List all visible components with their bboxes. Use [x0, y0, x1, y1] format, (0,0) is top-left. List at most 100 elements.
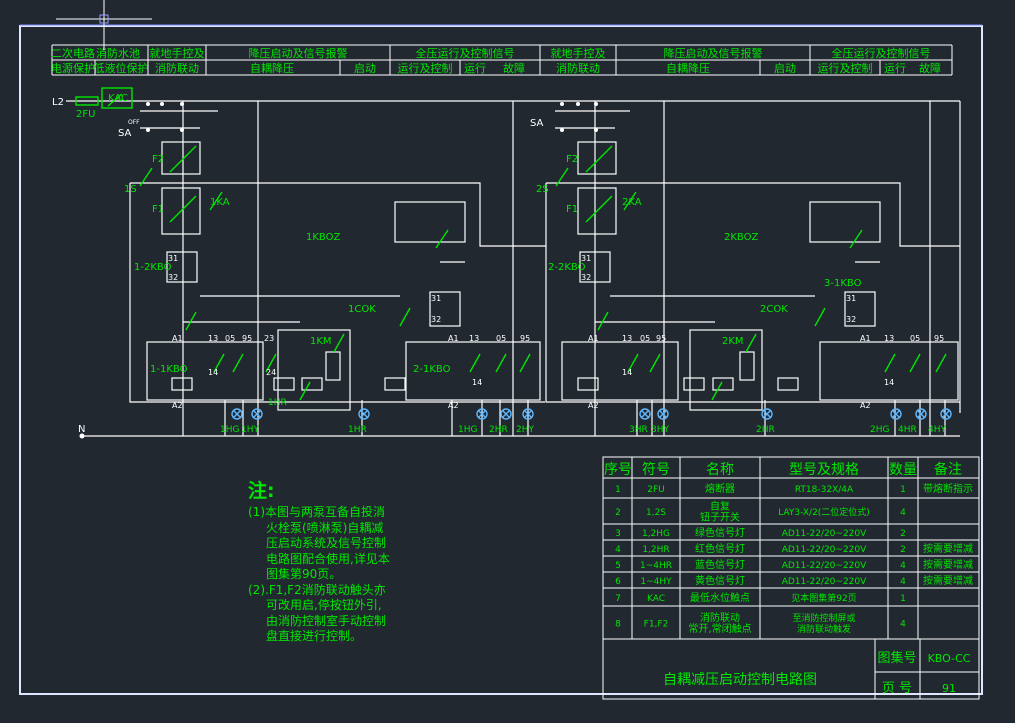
terminal-label: A1 — [860, 334, 871, 343]
lamp-icon — [940, 408, 952, 420]
header-cell: 运行及控制 — [398, 61, 453, 75]
table-cell-qty: 2 — [900, 529, 906, 539]
terminal-label: 14 — [884, 378, 894, 387]
terminal-label: A2 — [860, 401, 871, 410]
table-cell-sym: KAC — [647, 594, 665, 604]
label-f2: F2 — [152, 154, 164, 165]
signal-lamps — [231, 408, 952, 420]
col-header: 符号 — [642, 462, 670, 478]
table-cell-name: 自复 — [710, 500, 730, 513]
label-1kboz: 1KBOZ — [306, 232, 340, 243]
contacts — [75, 87, 947, 401]
header-row1: 二次电路 消防水池 就地手控及 降压启动及信号报警 全压运行及控制信号 就地手控… — [51, 46, 931, 60]
label-2-2kbo: 2-2KBO — [548, 262, 586, 273]
table-cell-sym: 1,2S — [646, 508, 666, 518]
table-cell-sym: 1,2HG — [642, 529, 670, 539]
header-cell: 运行 — [464, 62, 486, 75]
header-cell: 运行及控制 — [818, 61, 873, 75]
lamp-label: 2HG — [870, 425, 889, 435]
component-table — [602, 456, 980, 700]
header-cell: 消防水池 — [96, 46, 140, 60]
lamp-icon — [251, 408, 263, 420]
label-n: N — [78, 424, 85, 435]
page-value: 91 — [942, 682, 956, 695]
terminal-label: 32 — [581, 273, 591, 282]
lamp-label: 1HG — [458, 425, 477, 435]
header-cell: 自耦降压 — [666, 61, 710, 75]
sa-terminals — [79, 102, 598, 439]
terminal-label: 23 — [264, 334, 274, 343]
header-row2: 电源保护 低液位保护 消防联动 自耦降压 启动 运行及控制 运行 故障 消防联动… — [51, 61, 941, 75]
note-line: 电路图配合使用,详见本 — [266, 551, 390, 566]
drawing-title: 自耦减压启动控制电路图 — [663, 672, 817, 688]
lamp-labels: 1HG 1HY 1HR 1HR 1HG 2HR 2HY 3HR 3HY 2HR … — [220, 398, 946, 435]
table-cell-note: 按需要增减 — [923, 558, 973, 571]
lamp-label: 1HR — [348, 425, 367, 435]
terminal-label: A1 — [588, 334, 599, 343]
page-label: 页 号 — [882, 681, 912, 696]
col-header: 备注 — [934, 461, 962, 478]
table-cell-no: 4 — [615, 545, 621, 555]
table-cell-sym: 1~4HY — [640, 577, 672, 587]
diagram-labels: L2 2FU KAC SA SA OFF F2 F1 F2 F1 1S 2S 1… — [52, 93, 944, 435]
header-grid — [51, 44, 953, 76]
lamp-label: 4HY — [928, 425, 946, 435]
table-cell-name: 常开,常闭触点 — [688, 622, 751, 635]
header-cell: 电源保护 — [51, 61, 95, 75]
lamp-icon — [358, 408, 370, 420]
table-header: 序号 符号 名称 型号及规格 数量 备注 — [604, 461, 962, 478]
terminal-label: A1 — [172, 334, 183, 343]
terminal-label: 05 — [910, 334, 920, 343]
wiring — [66, 100, 961, 437]
label-1-2kbo: 1-2KBO — [134, 262, 172, 273]
header-cell: 消防联动 — [556, 61, 600, 75]
terminal-label: 95 — [520, 334, 530, 343]
title-block: 自耦减压启动控制电路图 图集号 KBO-CC 页 号 91 — [663, 650, 971, 696]
header-cell: 二次电路 — [51, 46, 95, 60]
terminal-label: 14 — [208, 368, 218, 377]
table-cell-name: 黄色信号灯 — [695, 574, 745, 587]
header-cell: 启动 — [774, 62, 796, 75]
table-cell-qty: 1 — [900, 594, 906, 604]
lamp-label: 2HY — [516, 425, 534, 435]
terminal-label: 24 — [266, 368, 276, 377]
note-line: 图集第90页。 — [266, 567, 342, 581]
lamp-label: 1HY — [241, 425, 259, 435]
header-cell: 运行 — [884, 62, 906, 75]
label-off: OFF — [128, 119, 140, 126]
table-cell-no: 5 — [615, 561, 621, 571]
header-cell: 全压运行及控制信号 — [416, 46, 515, 60]
table-cell-model: RT18-32X/4A — [795, 485, 854, 495]
terminal-label: 31 — [431, 294, 441, 303]
label-l2: L2 — [52, 97, 64, 108]
col-header: 数量 — [889, 462, 917, 478]
terminal-label: 05 — [640, 334, 650, 343]
label-1-1kbo: 1-1KBO — [150, 364, 188, 375]
terminal-label: 31 — [168, 254, 178, 263]
lamp-label: 1HG — [220, 425, 239, 435]
table-cell-qty: 2 — [900, 545, 906, 555]
atlas-label: 图集号 — [877, 650, 916, 666]
table-cell-sym: F1,F2 — [644, 620, 669, 630]
table-cell-note: 带熔断指示 — [923, 482, 973, 495]
col-header: 型号及规格 — [789, 462, 859, 478]
terminal-label: A1 — [448, 334, 459, 343]
lamp-label: 3HR — [629, 425, 648, 435]
lamp-icon — [890, 408, 902, 420]
drawing-frame — [19, 24, 983, 695]
note-line: 火栓泵(喷淋泵)自耦减 — [266, 520, 384, 535]
terminal-label: 31 — [846, 294, 856, 303]
header-cell: 就地手控及 — [150, 46, 205, 60]
note-line: (2).F1,F2消防联动触头亦 — [248, 582, 386, 597]
lamp-icon — [522, 408, 534, 420]
table-cell-sym: 1~4HR — [640, 561, 672, 571]
label-kac: KAC — [108, 93, 128, 104]
table-cell-model: 见本图集第92页 — [791, 592, 856, 604]
col-header: 名称 — [706, 462, 734, 478]
terminal-label: 13 — [469, 334, 479, 343]
lamp-label: 2HR — [489, 425, 508, 435]
terminal-label: 05 — [225, 334, 235, 343]
terminal-label: A2 — [172, 401, 183, 410]
